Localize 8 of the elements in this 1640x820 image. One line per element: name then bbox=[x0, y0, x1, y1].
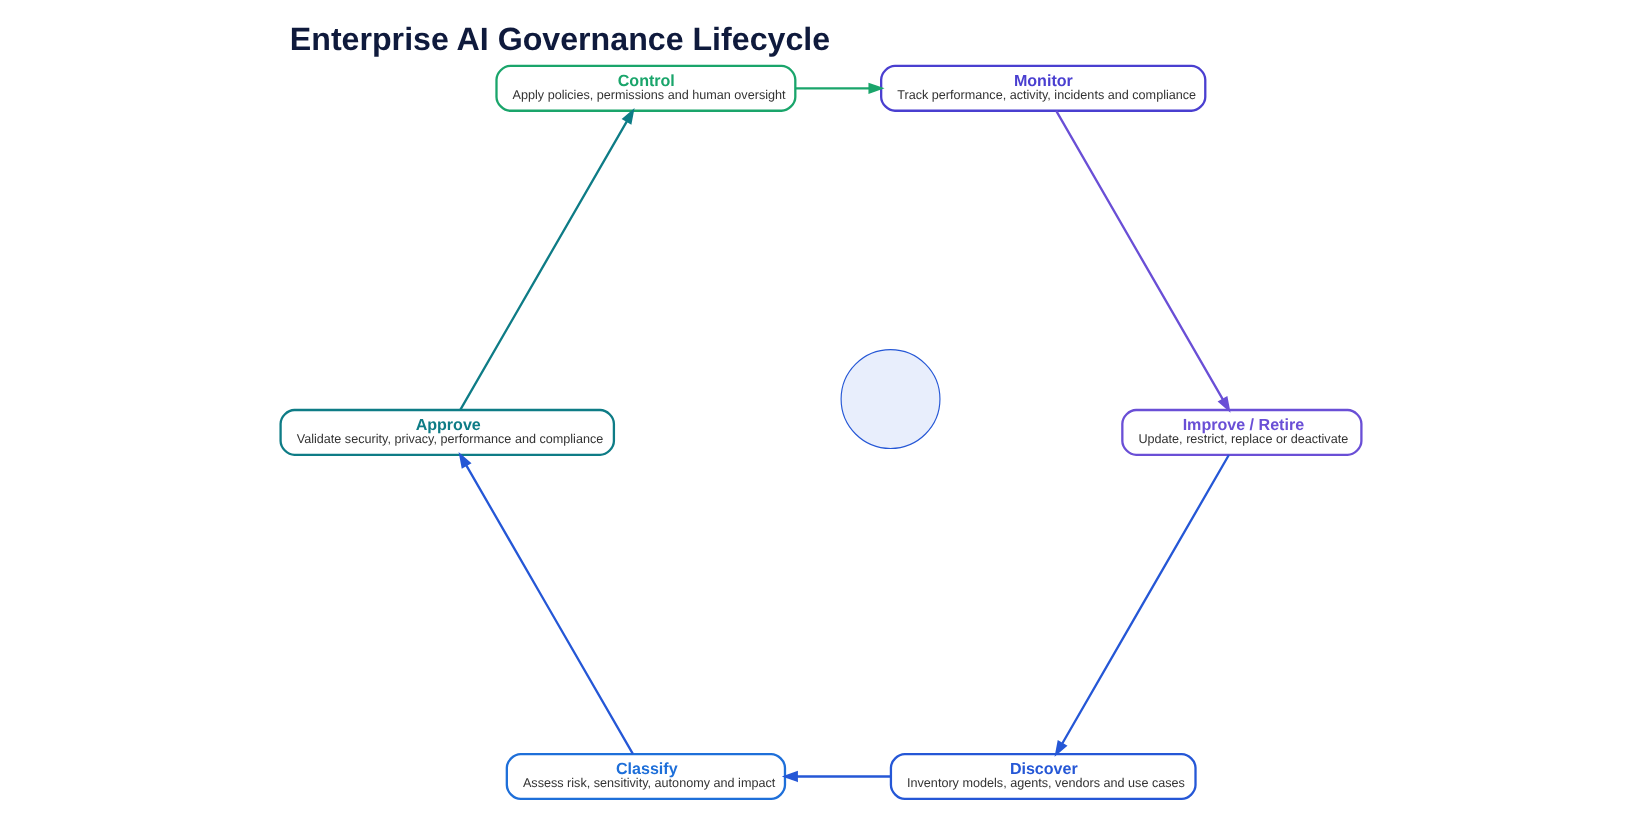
arrow bbox=[457, 452, 633, 755]
diagram-title: Enterprise AI Governance Lifecycle bbox=[288, 22, 830, 59]
node-circle bbox=[839, 349, 940, 450]
arrow bbox=[1054, 110, 1230, 413]
arrow bbox=[794, 82, 884, 94]
arrow bbox=[780, 770, 890, 783]
arrow bbox=[1053, 454, 1229, 757]
arrow bbox=[458, 107, 634, 411]
